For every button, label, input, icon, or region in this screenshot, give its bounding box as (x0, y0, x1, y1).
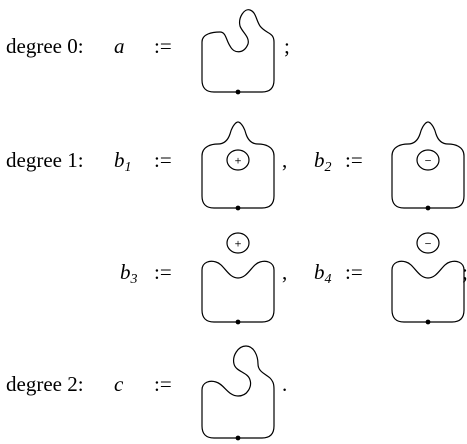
variable-a: a (114, 34, 125, 58)
diagram-c (201, 345, 275, 441)
assign-symbol: := (345, 148, 363, 172)
row-punct: ; (462, 262, 467, 283)
variable-b4: b4 (314, 260, 332, 287)
diagram-b4: − (391, 232, 465, 325)
variable-b3: b3 (120, 260, 138, 287)
diagram-b2: − (391, 121, 465, 211)
row-punct: . (282, 372, 288, 396)
variable-b2: b2 (314, 148, 332, 175)
sign-label: + (234, 157, 242, 167)
assign-symbol: := (154, 34, 172, 58)
variable-b1: b1 (114, 148, 132, 175)
sign-label: − (424, 157, 432, 167)
row-label: degree 2: (6, 372, 84, 396)
diagram-a (201, 9, 275, 95)
row-punct: , (282, 260, 288, 284)
row-punct: ; (284, 34, 290, 58)
sign-label: − (424, 240, 432, 250)
assign-symbol: := (154, 372, 172, 396)
assign-symbol: := (154, 260, 172, 284)
row-label: degree 1: (6, 148, 84, 172)
sign-label: + (234, 240, 242, 250)
variable-c: c (114, 372, 124, 396)
diagram-b1: + (201, 121, 275, 211)
diagram-b3: + (201, 232, 275, 325)
row-label: degree 0: (6, 34, 84, 58)
row-punct: , (282, 148, 288, 172)
assign-symbol: := (345, 260, 363, 284)
assign-symbol: := (154, 148, 172, 172)
